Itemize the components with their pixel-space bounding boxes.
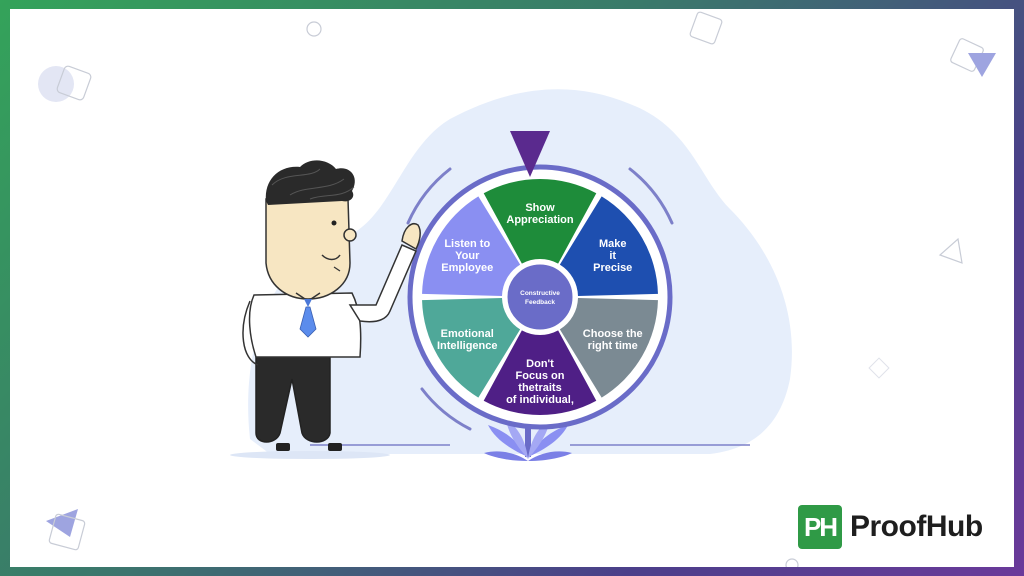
wheel-segment-label: thetraits	[518, 382, 561, 394]
wheel-segment-label: Employee	[441, 262, 493, 274]
motion-arc	[628, 167, 674, 225]
motion-arc	[420, 387, 472, 431]
wheel-center-label: Constructive	[520, 290, 560, 297]
deco-triangle	[46, 509, 78, 537]
deco-diamond	[868, 357, 890, 379]
wheel-hub	[504, 261, 576, 333]
deco-square	[56, 65, 92, 101]
deco-circle	[306, 21, 322, 37]
brand-name: ProofHub	[850, 510, 983, 543]
wheel-pointer	[510, 131, 550, 177]
wheel-segment-6	[422, 196, 521, 297]
wheel-segment-label: Choose the	[583, 328, 643, 340]
wheel-segment-label: Don't	[526, 358, 554, 370]
character-shadow	[230, 451, 390, 459]
wheel-segment-label: Appreciation	[506, 214, 574, 226]
wheel-segment-label: Intelligence	[437, 340, 498, 352]
deco-circle-soft	[38, 66, 74, 102]
motion-arc	[406, 167, 452, 225]
deco-triangle	[968, 53, 996, 77]
wheel-segment-label: Emotional	[441, 328, 494, 340]
deco-square	[689, 11, 723, 45]
wheel-segment-label: right time	[588, 340, 638, 352]
wheel-segment-3	[559, 297, 658, 398]
deco-circle	[785, 558, 799, 567]
wheel-segment-label: Focus on	[516, 370, 565, 382]
wheel-segment-1	[483, 179, 597, 264]
wheel-segment-label: Make	[599, 238, 627, 250]
wheel-segment-label: it	[609, 250, 616, 262]
deco-triangle-outline	[938, 237, 963, 264]
wheel-segment-label: Your	[455, 250, 480, 262]
wheel-center-label: Feedback	[525, 299, 555, 306]
wheel-segment-label: Listen to	[444, 238, 490, 250]
character-illustration	[242, 160, 421, 451]
wheel-segment-label: of individual,	[506, 394, 574, 406]
wheel-segment-label: Show	[525, 202, 555, 214]
brand-logo: PH ProofHub	[798, 505, 983, 549]
wheel-segment-5	[422, 297, 521, 398]
wheel-segment-2	[559, 196, 658, 297]
deco-square	[48, 513, 86, 551]
stand-plant	[484, 409, 572, 461]
brand-mark: PH	[798, 505, 842, 549]
wheel-segment-label: Precise	[593, 262, 632, 274]
wheel-segment-4	[483, 330, 597, 415]
